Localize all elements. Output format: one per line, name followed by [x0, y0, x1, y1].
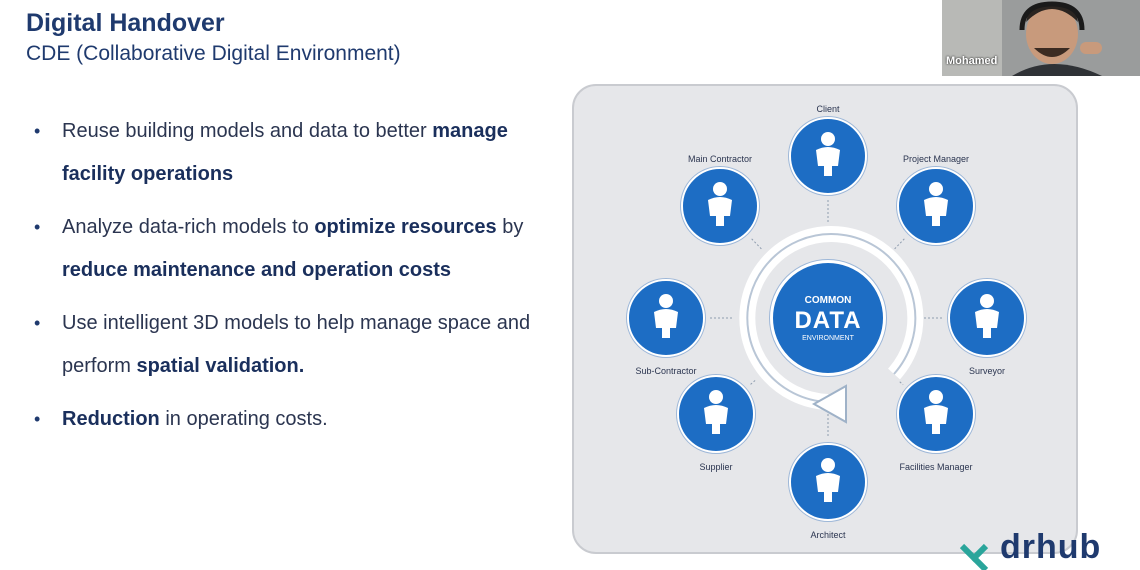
stakeholder-label: Project Manager	[902, 154, 970, 164]
bullet-text: Reuse building models and data to better	[62, 120, 433, 142]
webcam-thumbnail[interactable]: Mohamed	[942, 0, 1140, 76]
hub-line-3: ENVIRONMENT	[802, 335, 854, 342]
stakeholder-node	[789, 443, 867, 521]
stakeholder-node	[948, 279, 1026, 357]
presenter-video	[942, 0, 1140, 76]
ring-outline	[746, 233, 917, 403]
stakeholder-node	[627, 279, 705, 357]
stakeholder-node	[789, 117, 867, 195]
client-desk-icon	[806, 130, 850, 183]
stakeholder-label: Facilities Manager	[899, 462, 973, 472]
bullet-item: Use intelligent 3D models to help manage…	[34, 302, 534, 388]
connector-line	[749, 380, 756, 386]
bullet-item: Analyze data-rich models to optimize res…	[34, 206, 534, 292]
supplier-trolley-icon	[694, 388, 738, 441]
hub-line-1: COMMON	[804, 295, 852, 306]
stakeholder-node	[677, 375, 755, 453]
bullet-text: Use intelligent 3D models to help manage…	[62, 312, 531, 377]
stakeholder-node	[897, 375, 975, 453]
bullet-text: Analyze data-rich models to	[62, 216, 315, 238]
ring-arrowhead	[811, 384, 847, 424]
bullet-list: Reuse building models and data to better…	[34, 110, 534, 451]
stakeholder-label: Architect	[810, 530, 846, 540]
stakeholder-label: Sub-Contractor	[635, 366, 697, 376]
connector-line	[899, 381, 904, 386]
bullet-item: Reduction in operating costs.	[34, 398, 534, 441]
bullet-text: by	[496, 216, 524, 238]
connector-line	[750, 237, 762, 250]
hub-line-2: DATA	[794, 307, 862, 334]
bullet-item: Reuse building models and data to better…	[34, 110, 534, 196]
worker-icon	[644, 292, 688, 345]
stakeholder-label: Supplier	[699, 462, 733, 472]
logo-mark-icon	[959, 543, 989, 570]
common-data-environment-hub: COMMON DATA ENVIRONMENT	[770, 260, 886, 376]
connector-layer	[710, 200, 943, 438]
pointing-person-icon	[914, 180, 958, 233]
stakeholder-label: Surveyor	[968, 366, 1006, 376]
bullet-emphasis: Reduction	[62, 408, 160, 430]
bullet-text: in operating costs.	[159, 408, 328, 430]
drhub-logo: drhub	[959, 528, 1140, 570]
stakeholder-label: Client	[816, 104, 840, 114]
surveyor-theodolite-icon	[965, 292, 1009, 345]
bullet-emphasis: spatial validation.	[136, 355, 305, 377]
logo-text: drhub	[1000, 528, 1102, 566]
stakeholder-label: Main Contractor	[687, 154, 753, 164]
connector-line	[894, 237, 906, 250]
bullet-emphasis: optimize resources	[314, 216, 497, 238]
technician-icon	[914, 388, 958, 441]
participant-name: Mohamed	[946, 55, 998, 67]
bullet-emphasis: reduce maintenance and operation costs	[62, 259, 451, 281]
stakeholder-node	[897, 167, 975, 245]
bullet-emphasis: manage facility operations	[62, 120, 508, 185]
slide-subtitle: CDE (Collaborative Digital Environment)	[26, 42, 401, 65]
stakeholder-node	[681, 167, 759, 245]
architect-person-icon	[806, 456, 850, 509]
slide-title: Digital Handover	[26, 9, 225, 37]
contractor-icon	[698, 180, 742, 233]
